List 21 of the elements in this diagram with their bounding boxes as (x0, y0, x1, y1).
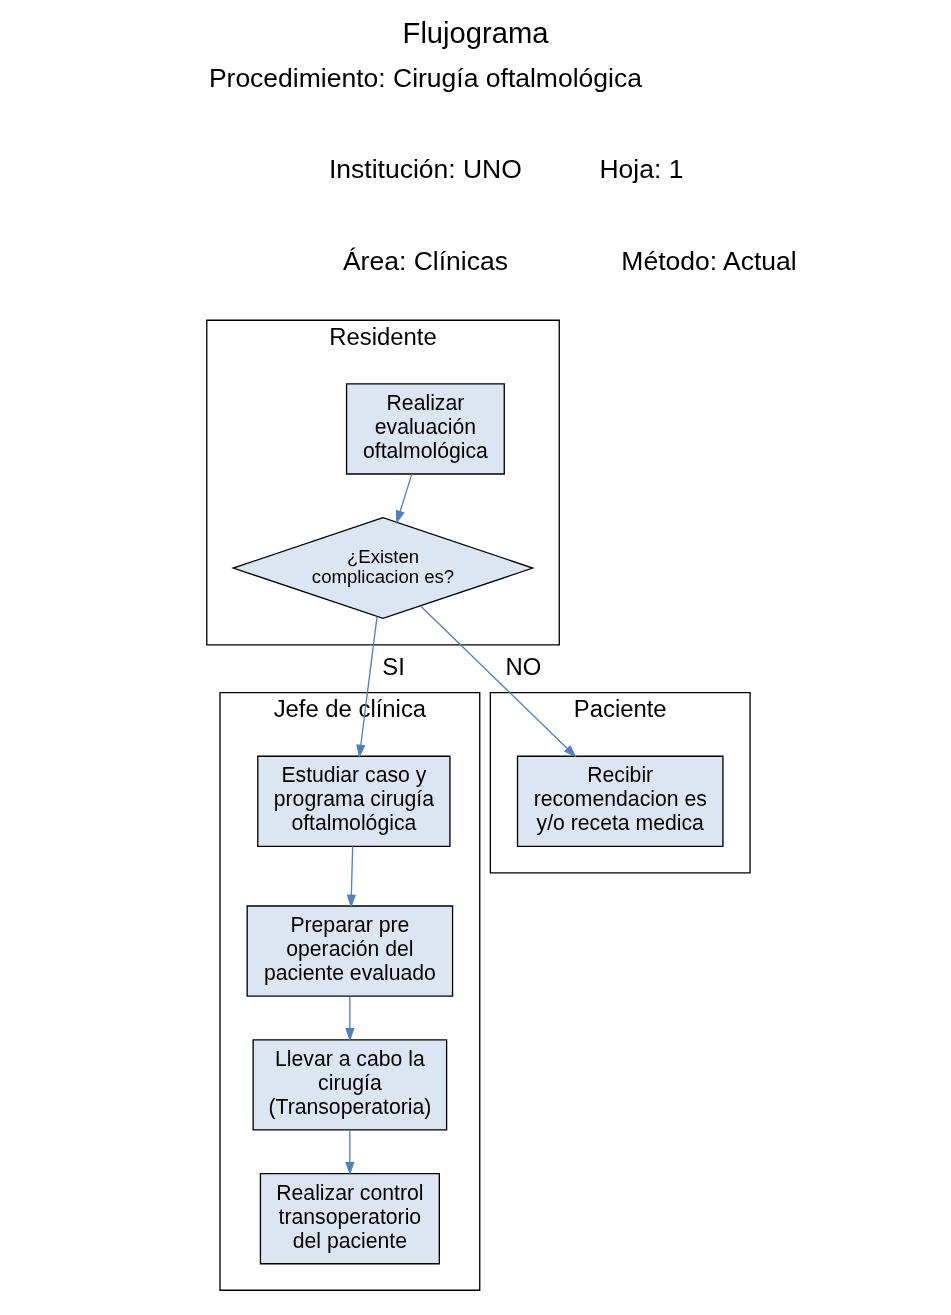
node-box: Llevar a cabo la cirugía (Transoperatoria) (252, 1039, 448, 1131)
arrow (346, 845, 356, 908)
node-box: Realizar evaluación oftalmológica (345, 383, 505, 475)
node-box: Realizar control transoperatorio del paciente (259, 1173, 440, 1265)
label: Institución: UNO (328, 154, 522, 185)
label: Procedimiento: Cirugía oftalmológica (208, 63, 642, 94)
arrow (345, 995, 355, 1042)
node-box: Estudiar caso y programa cirugía oftalmológica (257, 755, 451, 847)
node-diamond: ¿Existen complicacion es? (231, 517, 535, 620)
arrow (419, 605, 577, 758)
label: Hoja: 1 (599, 154, 684, 185)
diagram-title: Flujograma (402, 16, 549, 49)
label: Área: Clínicas (342, 245, 508, 276)
label: Método: Actual (621, 245, 797, 276)
edge-label: SI (382, 652, 405, 680)
node-box: Preparar pre operación del paciente evaluado (246, 905, 454, 997)
node-box: Recibir recomendacion es y/o receta medica (516, 755, 724, 847)
arrow (345, 1129, 355, 1176)
arrow (356, 615, 378, 758)
edge-label: NO (505, 652, 542, 680)
arrow (395, 473, 413, 524)
